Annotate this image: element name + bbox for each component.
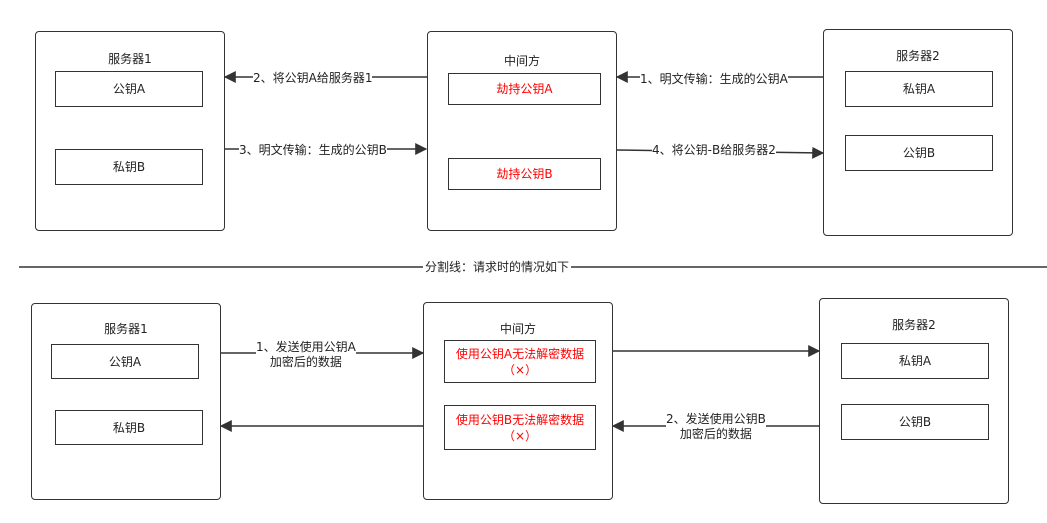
bottom-edge-label-2-line2: 加密后的数据 — [679, 427, 752, 441]
top-server2-box: 服务器2 私钥A 公钥B — [823, 29, 1013, 236]
top-edge-label-4: 4、将公钥-B给服务器2 — [652, 143, 776, 158]
top-middle-key2: 劫持公钥B — [448, 158, 601, 190]
top-server1-key2: 私钥B — [55, 149, 203, 185]
bottom-edge-label-1-line2: 加密后的数据 — [269, 355, 342, 369]
bottom-middle-key2: 使用公钥B无法解密数据（×） — [444, 405, 596, 450]
top-server1-key1: 公钥A — [55, 71, 203, 107]
bottom-server1-title: 服务器1 — [104, 322, 148, 336]
top-middle-key1: 劫持公钥A — [448, 73, 601, 105]
bottom-middle-key1: 使用公钥A无法解密数据（×） — [444, 340, 596, 383]
divider-label: 分割线：请求时的情况如下 — [423, 260, 572, 275]
bottom-server1-box: 服务器1 公钥A 私钥B — [31, 303, 221, 500]
bottom-edge-label-2-line1: 2、发送使用公钥B — [666, 412, 766, 426]
bottom-server2-box: 服务器2 私钥A 公钥B — [819, 298, 1009, 504]
top-server1-title: 服务器1 — [108, 52, 152, 66]
bottom-edge-label-1-line1: 1、发送使用公钥A — [256, 340, 356, 354]
bottom-middle-title: 中间方 — [499, 322, 536, 336]
bottom-server2-key2: 公钥B — [841, 404, 989, 440]
top-middle-title: 中间方 — [503, 54, 540, 68]
bottom-server2-title: 服务器2 — [892, 318, 936, 332]
bottom-edge-label-2: 2、发送使用公钥B 加密后的数据 — [666, 412, 766, 442]
bottom-server1-key2: 私钥B — [55, 410, 203, 445]
bottom-server1-key1: 公钥A — [51, 344, 199, 379]
bottom-server2-key1: 私钥A — [841, 343, 989, 379]
top-edge-label-3: 3、明文传输：生成的公钥B — [239, 143, 387, 158]
top-server1-box: 服务器1 公钥A 私钥B — [35, 31, 225, 231]
top-server2-title: 服务器2 — [896, 49, 940, 63]
top-middle-box: 中间方 劫持公钥A 劫持公钥B — [427, 31, 617, 231]
bottom-edge-label-1: 1、发送使用公钥A 加密后的数据 — [256, 340, 356, 370]
top-server2-key1: 私钥A — [845, 71, 993, 107]
bottom-middle-box: 中间方 使用公钥A无法解密数据（×） 使用公钥B无法解密数据（×） — [423, 302, 613, 500]
top-edge-label-2: 2、将公钥A给服务器1 — [253, 71, 373, 86]
top-edge-label-1: 1、明文传输：生成的公钥A — [640, 72, 788, 87]
top-server2-key2: 公钥B — [845, 135, 993, 171]
